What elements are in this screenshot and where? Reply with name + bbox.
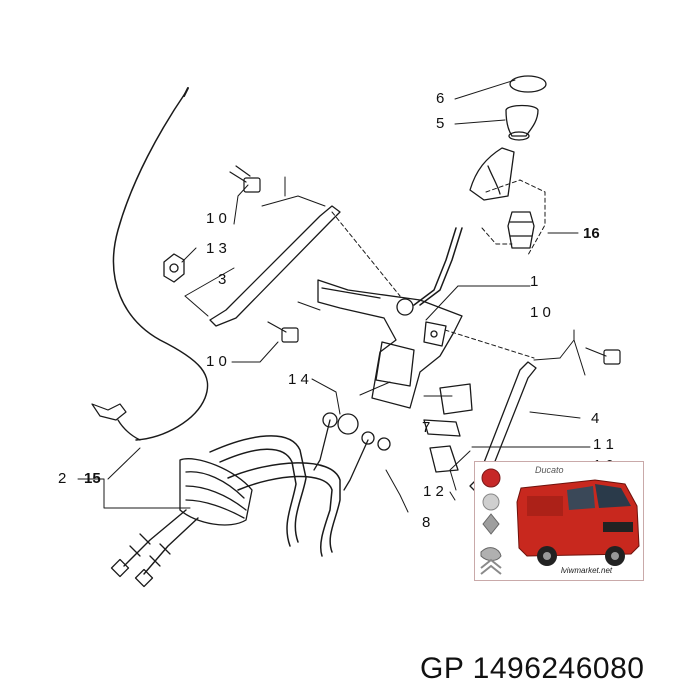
leader-lines xyxy=(77,79,591,513)
bolts xyxy=(229,165,621,365)
callout-12: 1 2 xyxy=(423,483,444,500)
lower-cable-b xyxy=(227,462,341,553)
upper-cable xyxy=(112,91,209,441)
callout-10-right: 1 0 xyxy=(530,304,551,321)
callout-14: 1 4 xyxy=(288,371,309,388)
dashed-axis-lines xyxy=(331,179,546,359)
inset-watermark-text: lviwmarket.net xyxy=(561,566,613,575)
callout-8: 8 xyxy=(422,514,431,531)
callout-1: 1 xyxy=(530,273,539,290)
knob-cap xyxy=(509,75,547,93)
callout-3: 3 xyxy=(218,271,227,288)
clip xyxy=(439,383,473,415)
shift-housing xyxy=(317,279,463,409)
callout-16: 16 xyxy=(583,225,600,242)
callout-10-lower-left: 1 0 xyxy=(206,353,227,370)
callout-11: 1 1 xyxy=(593,436,614,453)
gear-lever-rod xyxy=(419,227,463,306)
callout-13: 1 3 xyxy=(206,240,227,257)
red-van xyxy=(516,479,640,566)
bracket xyxy=(423,419,461,437)
cable-end-fitting xyxy=(91,403,127,421)
retainer xyxy=(429,445,459,473)
callout-5: 5 xyxy=(436,115,445,132)
link-rod-left xyxy=(209,205,341,327)
van-illustration xyxy=(475,462,643,580)
cable-bellows xyxy=(179,458,253,526)
callout-15: 15 xyxy=(84,470,101,487)
callout-6: 6 xyxy=(436,90,445,107)
callout-7: 7 xyxy=(422,419,431,436)
brand-logo-column xyxy=(480,468,502,575)
callout-10-upper-left: 1 0 xyxy=(206,210,227,227)
part-number-label: GP 1496246080 xyxy=(420,652,645,685)
callout-2: 2 xyxy=(58,470,67,487)
nut xyxy=(163,253,185,283)
inset-brand-text: Ducato xyxy=(535,465,564,475)
callout-4: 4 xyxy=(591,410,600,427)
gear-knob xyxy=(505,104,539,137)
shift-boot xyxy=(469,147,515,201)
bushing xyxy=(507,211,535,249)
vehicle-inset-image: Ducato lviwmarket.net xyxy=(474,461,644,581)
lower-cable-a xyxy=(209,435,307,543)
